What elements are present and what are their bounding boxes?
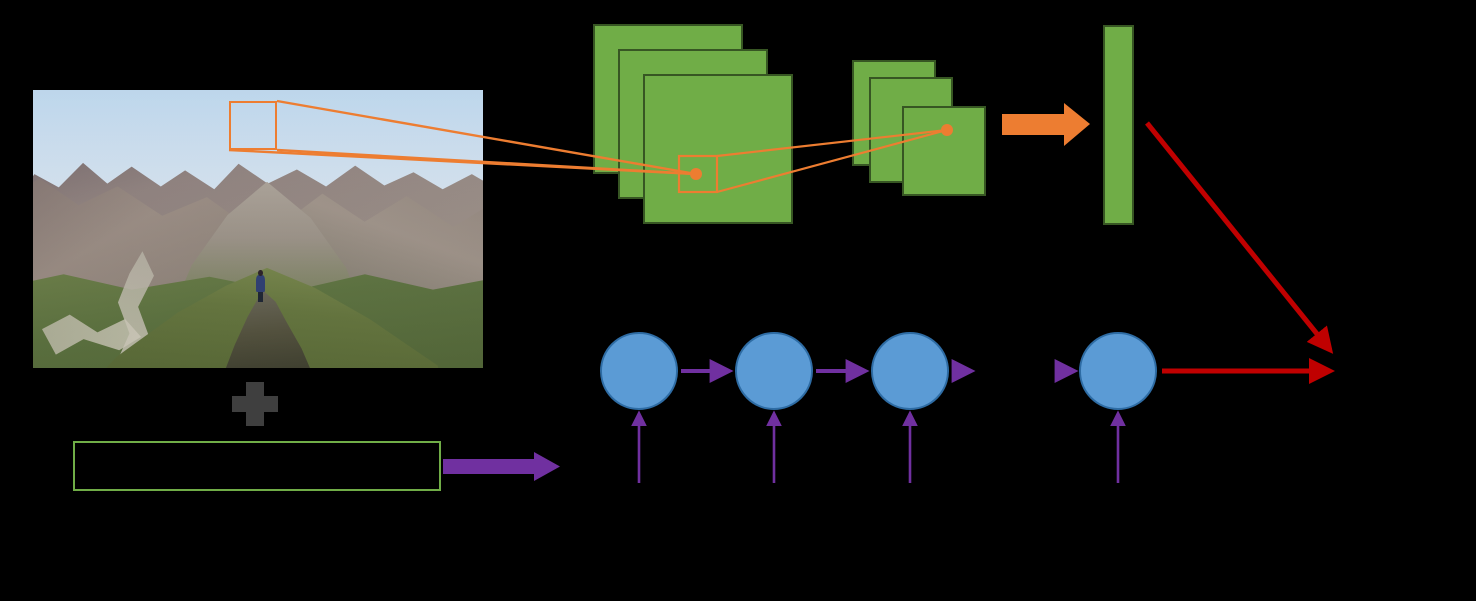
photo-hiker-legs [257,290,264,303]
plus-icon-vertical-bar [246,382,264,426]
conv-feature-map-2c [902,106,986,196]
flatten-arrow [1002,103,1090,146]
rnn-cell-4[interactable] [1079,332,1157,410]
vector-to-output-arrow [1145,121,1334,354]
receptive-field-box [229,101,277,150]
caption-text-box[interactable] [73,441,441,491]
plus-icon [232,382,278,426]
page-title: CNN feature extractor feeding an RNN dec… [0,21,1,22]
rnn-cell-3[interactable] [871,332,949,410]
photo-hiker-head [258,269,263,276]
flattened-feature-vector [1103,25,1134,225]
rnn-cell-2[interactable] [735,332,813,410]
rnn-input-arrows [631,410,1126,483]
caption-to-rnn-arrow [443,452,560,481]
rnn-cell-1[interactable] [600,332,678,410]
output-arrows [1145,121,1336,385]
conv-feature-map-1c [643,74,793,224]
photo-hiker-body [256,274,265,293]
